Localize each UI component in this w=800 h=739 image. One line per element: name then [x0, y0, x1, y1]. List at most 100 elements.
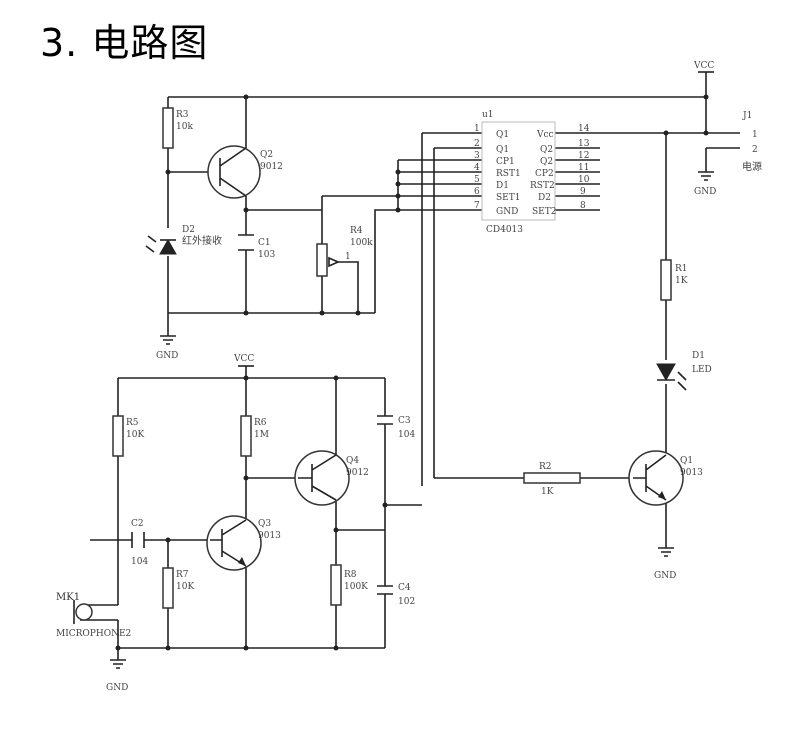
ic-pin-name: Q2: [540, 145, 553, 155]
c3-ref: C3: [398, 416, 411, 426]
vcc-label: VCC: [693, 61, 714, 71]
ic-pin-name: RST1: [496, 169, 521, 179]
ic-pin-name: Vcc: [536, 130, 554, 140]
capacitor-c3: C3 104: [377, 415, 415, 440]
ic-pin-name: RST2: [530, 181, 555, 191]
ic-pin-name: Q2: [540, 157, 553, 167]
d1-value: LED: [692, 365, 712, 375]
resistor-r7: R7 10K: [162, 567, 194, 609]
r1-value: 1K: [675, 276, 688, 286]
vcc-symbol-mid: VCC: [233, 354, 254, 367]
r2-ref: R2: [539, 462, 552, 472]
ic-u1: u1 CD4013 1 2 3 4 5 6 7 Q1 Q1 CP1 RST1 D…: [474, 110, 590, 235]
r7-ref: R7: [176, 570, 189, 580]
r2-value: 1K: [541, 487, 554, 497]
transistor-q1: Q1 9013: [628, 450, 703, 506]
capacitor-c2: C2 104: [131, 519, 148, 567]
q1-value: 9013: [680, 468, 703, 478]
resistor-r2: R2 1K: [523, 462, 581, 497]
gnd-symbol-mic: GND: [106, 659, 128, 693]
resistor-r5: R5 10K: [112, 415, 144, 457]
led-d1: D1 LED: [656, 351, 712, 391]
resistor-r3: R3 10k: [162, 107, 193, 149]
ic-name: CD4013: [486, 225, 523, 235]
ic-pin-name: CP2: [535, 169, 554, 179]
ic-pin-name: SET2: [532, 207, 556, 217]
ic-pin-num: 12: [578, 151, 589, 161]
ic-pin-name: Q1: [496, 130, 509, 140]
gnd-symbol-j1: GND: [694, 171, 716, 197]
transistor-q3: Q3 9013: [206, 515, 281, 571]
ic-pin-name: D1: [496, 181, 509, 191]
r8-value: 100K: [344, 582, 368, 592]
ic-pin-num: 10: [578, 175, 590, 185]
ic-pin-num: 6: [474, 187, 480, 197]
r6-value: 1M: [254, 430, 269, 440]
d2-ref: D2: [182, 225, 195, 235]
ic-pin-num: 2: [474, 139, 480, 149]
d2-value: 红外接收: [182, 234, 222, 247]
ic-pin-num: 11: [578, 163, 589, 173]
q3-value: 9013: [258, 531, 281, 541]
transistor-q4: Q4 9012: [294, 450, 369, 506]
q2-value: 9012: [260, 162, 283, 172]
c4-value: 102: [398, 597, 415, 607]
mk1-ref: MK1: [56, 592, 80, 603]
vcc-label: VCC: [233, 354, 254, 364]
gnd-label: GND: [694, 187, 716, 197]
ic-pin-name: Q1: [496, 145, 509, 155]
ic-pin-name: CP1: [496, 157, 515, 167]
ic-pin-num: 7: [474, 201, 480, 211]
pot-pin: 1: [345, 252, 351, 262]
junctions: [115, 94, 709, 651]
ic-pin-num: 4: [474, 163, 480, 173]
transistor-q2: Q2 9012: [207, 145, 283, 199]
c3-value: 104: [398, 430, 415, 440]
gnd-symbol-left: GND: [156, 335, 178, 361]
r8-ref: R8: [344, 570, 357, 580]
r3-value: 10k: [176, 122, 193, 132]
ic-pin-name: GND: [496, 207, 518, 217]
gnd-label: GND: [156, 351, 178, 361]
resistor-r6: R6 1M: [240, 415, 269, 457]
vcc-symbol-top: VCC: [693, 61, 714, 73]
j1-ref: J1: [742, 111, 752, 121]
gnd-symbol-q1: GND: [654, 547, 676, 581]
ic-pin-num: 5: [474, 175, 480, 185]
q2-ref: Q2: [260, 150, 273, 160]
capacitor-c1: C1 103: [238, 234, 275, 260]
ic-pin-num: 13: [578, 139, 590, 149]
q3-ref: Q3: [258, 519, 271, 529]
ic-ref: u1: [482, 110, 494, 120]
r5-ref: R5: [126, 418, 139, 428]
potentiometer-r4: R4 100k 1: [316, 226, 373, 277]
q1-ref: Q1: [680, 456, 693, 466]
ic-pin-num: 8: [580, 201, 586, 211]
gnd-label: GND: [654, 571, 676, 581]
connector-j1: J1 1 2 电源: [742, 111, 762, 173]
ic-pin-num: 14: [578, 124, 590, 134]
capacitor-c4: C4 102: [377, 583, 415, 607]
microphone-mk1: MK1 MICROPHONE2: [56, 592, 131, 639]
ic-pin-name: D2: [538, 193, 551, 203]
d1-ref: D1: [692, 351, 705, 361]
r4-ref: R4: [350, 226, 363, 236]
ic-pin-num: 1: [474, 124, 480, 134]
r3-ref: R3: [176, 110, 189, 120]
c2-value: 104: [131, 557, 148, 567]
r7-value: 10K: [176, 582, 194, 592]
j1-pin2: 2: [752, 145, 758, 155]
r6-ref: R6: [254, 418, 267, 428]
ic-pin-num: 3: [474, 151, 480, 161]
mk1-value: MICROPHONE2: [56, 629, 131, 639]
r5-value: 10K: [126, 430, 144, 440]
gnd-label: GND: [106, 683, 128, 693]
c4-ref: C4: [398, 583, 411, 593]
j1-pin1: 1: [752, 130, 758, 140]
resistor-r1: R1 1K: [660, 259, 688, 301]
q4-ref: Q4: [346, 456, 359, 466]
r1-ref: R1: [675, 264, 688, 274]
ic-pin-num: 9: [580, 187, 586, 197]
ic-pin-name: SET1: [496, 193, 520, 203]
